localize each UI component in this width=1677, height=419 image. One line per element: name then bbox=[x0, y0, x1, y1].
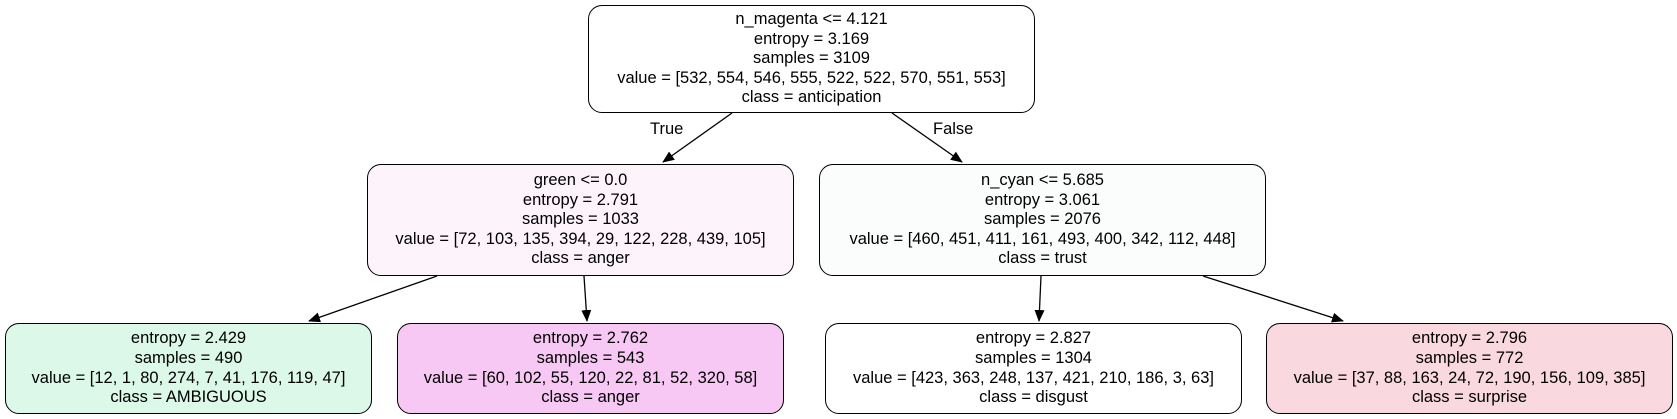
node-value: value = [460, 451, 411, 161, 493, 400, 3… bbox=[849, 229, 1236, 248]
node-value: value = [72, 103, 135, 394, 29, 122, 228… bbox=[395, 229, 766, 248]
node-samples: samples = 1033 bbox=[522, 210, 639, 229]
edge-right-to-right-left bbox=[1034, 275, 1045, 322]
node-samples: samples = 490 bbox=[134, 348, 243, 367]
node-value: value = [12, 1, 80, 274, 7, 41, 176, 119… bbox=[31, 368, 346, 387]
node-entropy: entropy = 2.791 bbox=[522, 190, 639, 209]
edge-label-false: False bbox=[933, 120, 974, 138]
edge-left-to-left-left bbox=[308, 275, 438, 323]
tree-leaf-left-left: entropy = 2.429 samples = 490 value = [1… bbox=[5, 323, 372, 414]
node-class: class = disgust bbox=[979, 388, 1088, 407]
node-entropy: entropy = 2.762 bbox=[532, 329, 649, 348]
node-entropy: entropy = 3.061 bbox=[984, 190, 1101, 209]
edge-right-to-right-right bbox=[1202, 275, 1344, 323]
node-value: value = [532, 554, 546, 555, 522, 522, 5… bbox=[617, 68, 1006, 87]
node-split-rule: n_cyan <= 5.685 bbox=[981, 171, 1104, 190]
tree-leaf-left-right: entropy = 2.762 samples = 543 value = [6… bbox=[397, 323, 784, 414]
edge-left-to-left-right bbox=[581, 275, 592, 322]
node-samples: samples = 3109 bbox=[753, 49, 870, 68]
tree-node-root: n_magenta <= 4.121 entropy = 3.169 sampl… bbox=[588, 5, 1035, 113]
tree-leaf-right-left: entropy = 2.827 samples = 1304 value = [… bbox=[825, 323, 1242, 414]
node-samples: samples = 543 bbox=[536, 348, 645, 367]
node-samples: samples = 2076 bbox=[984, 210, 1101, 229]
tree-leaf-right-right: entropy = 2.796 samples = 772 value = [3… bbox=[1266, 323, 1673, 414]
node-value: value = [60, 102, 55, 120, 22, 81, 52, 3… bbox=[423, 368, 758, 387]
node-class: class = AMBIGUOUS bbox=[110, 388, 267, 407]
node-value: value = [37, 88, 163, 24, 72, 190, 156, … bbox=[1293, 368, 1646, 387]
node-split-rule: n_magenta <= 4.121 bbox=[735, 10, 888, 29]
node-entropy: entropy = 3.169 bbox=[753, 29, 870, 48]
tree-node-right: n_cyan <= 5.685 entropy = 3.061 samples … bbox=[819, 164, 1266, 276]
node-entropy: entropy = 2.796 bbox=[1411, 329, 1528, 348]
node-class: class = anger bbox=[541, 388, 640, 407]
node-class: class = surprise bbox=[1411, 388, 1528, 407]
node-class: class = trust bbox=[998, 249, 1087, 268]
tree-node-left: green <= 0.0 entropy = 2.791 samples = 1… bbox=[367, 164, 794, 276]
edge-root-to-left bbox=[662, 112, 733, 163]
node-class: class = anger bbox=[531, 249, 630, 268]
node-value: value = [423, 363, 248, 137, 421, 210, 1… bbox=[852, 368, 1214, 387]
node-class: class = anticipation bbox=[741, 88, 882, 107]
node-samples: samples = 772 bbox=[1415, 348, 1524, 367]
node-split-rule: green <= 0.0 bbox=[533, 171, 628, 190]
edge-root-to-right bbox=[891, 112, 963, 163]
node-entropy: entropy = 2.429 bbox=[130, 329, 247, 348]
node-samples: samples = 1304 bbox=[975, 348, 1092, 367]
edge-label-true: True bbox=[650, 120, 684, 138]
node-entropy: entropy = 2.827 bbox=[975, 329, 1092, 348]
